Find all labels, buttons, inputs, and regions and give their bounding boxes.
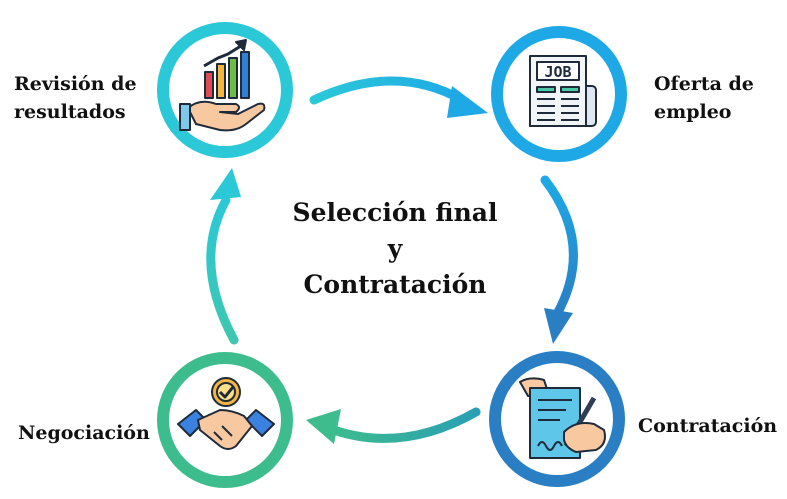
handshake-icon (177, 377, 275, 450)
label-oferta-line2: empleo (654, 101, 732, 123)
label-oferta: Oferta de empleo (654, 70, 754, 126)
label-revision-line1: Revisión de (14, 73, 137, 95)
job-text: JOB (544, 63, 571, 81)
node-revision (157, 22, 293, 158)
center-title-line2: y (387, 234, 403, 263)
label-negociacion-line1: Negociación (18, 422, 150, 444)
center-title-line3: Contratación (303, 270, 487, 299)
job-newspaper-icon: JOB (529, 55, 597, 127)
contract-signing-icon (519, 377, 606, 459)
arrow-contratacion-to-negociacion (306, 407, 481, 444)
label-oferta-line1: Oferta de (654, 73, 754, 95)
label-negociacion: Negociación (18, 419, 150, 447)
center-title: Selección final y Contratación (245, 195, 545, 303)
label-contratacion-line1: Contratación (638, 415, 778, 437)
label-revision: Revisión de resultados (14, 70, 137, 126)
node-negociacion (157, 352, 293, 488)
growth-chart-hand-icon (179, 39, 266, 132)
label-revision-line2: resultados (14, 101, 126, 123)
center-title-line1: Selección final (292, 198, 498, 227)
arrow-negociacion-to-revision (206, 168, 241, 345)
node-oferta: JOB (491, 26, 627, 162)
arrow-revision-to-oferta (309, 76, 488, 118)
arrow-oferta-to-contratacion (540, 175, 578, 344)
node-contratacion (489, 351, 625, 487)
label-contratacion: Contratación (638, 412, 777, 440)
